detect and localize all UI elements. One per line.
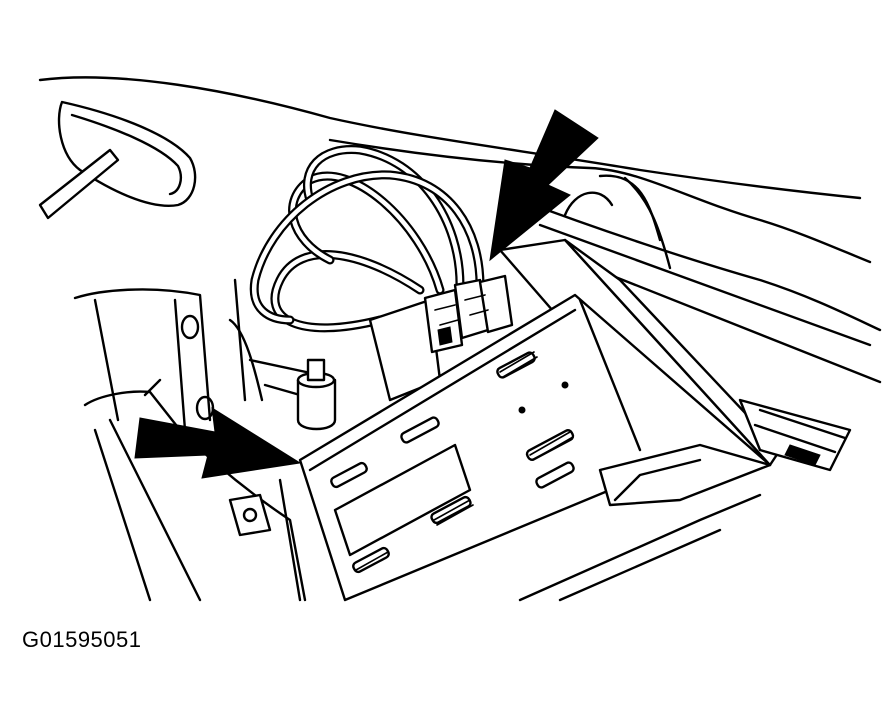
radio-unit	[298, 238, 782, 602]
wire-harness	[249, 145, 485, 333]
connector-post	[296, 358, 337, 431]
right-bracket	[518, 398, 852, 602]
right-arrow-icon	[134, 407, 302, 479]
lower-trim	[83, 378, 307, 602]
down-left-arrow-icon	[489, 109, 599, 262]
harness-connectors	[368, 274, 514, 402]
figure-code: G01595051	[22, 627, 142, 652]
dash-frame	[73, 278, 322, 432]
radio-removal-illustration	[38, 76, 882, 602]
mirror-bracket	[38, 100, 197, 220]
